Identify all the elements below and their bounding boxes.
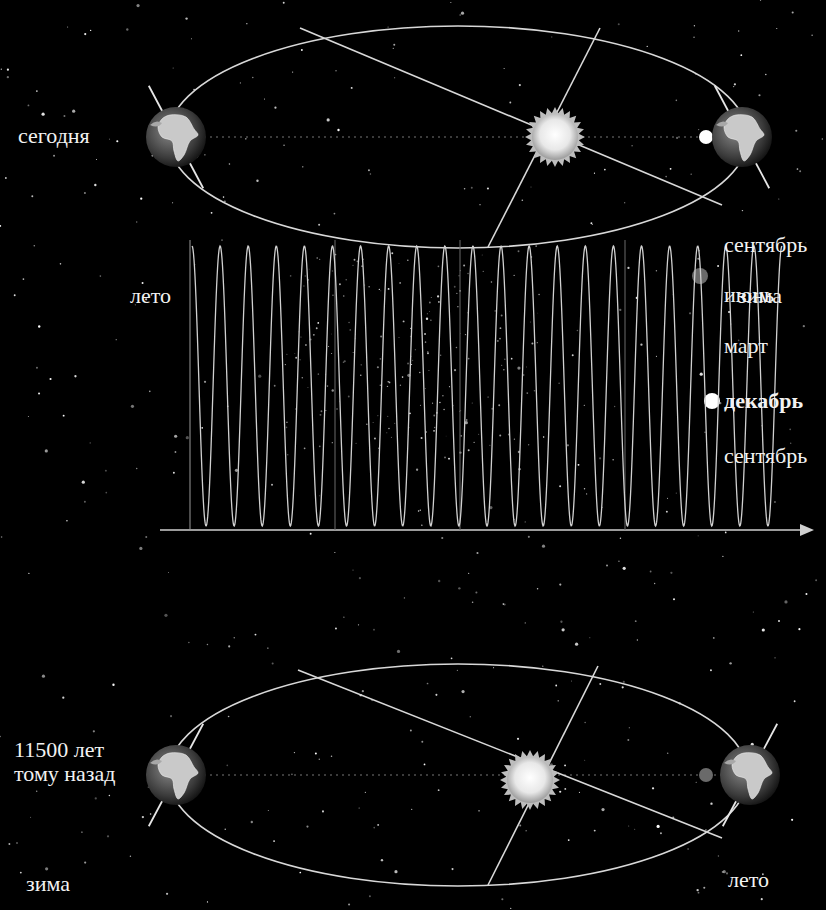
orbit-today	[168, 26, 750, 248]
caption-label: лето	[130, 284, 171, 308]
earth	[146, 86, 206, 188]
earth	[146, 724, 206, 826]
earth	[720, 724, 780, 826]
planets	[146, 86, 780, 826]
earth	[712, 86, 772, 188]
orbit-past	[168, 664, 750, 886]
sun	[500, 750, 560, 810]
sun	[525, 107, 585, 167]
caption-label: сентябрь	[724, 233, 807, 257]
caption-label: 11500 лет тому назад	[14, 738, 154, 786]
caption-label: зима	[26, 872, 70, 896]
caption-label: июнь	[724, 283, 774, 307]
caption-label: сентябрь	[724, 444, 807, 468]
caption-label: лето	[728, 868, 769, 892]
sine-curve	[192, 246, 782, 526]
caption-label: декабрь	[724, 389, 803, 413]
caption-label: сегодня	[18, 124, 90, 148]
precession-wave	[160, 240, 814, 536]
caption-label: март	[724, 334, 768, 358]
